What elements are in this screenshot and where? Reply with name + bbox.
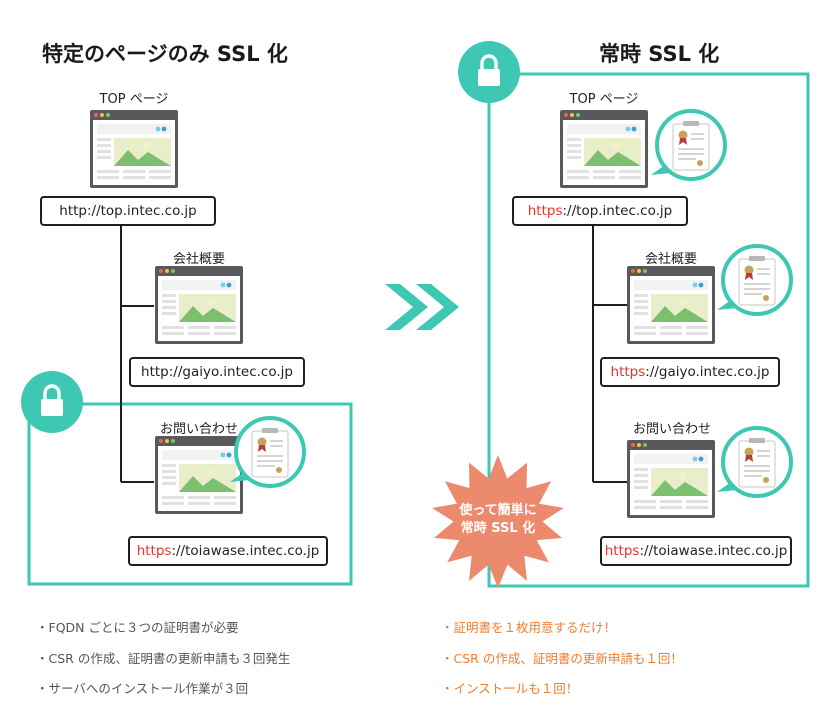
- left-ssl-frame: [27, 402, 353, 586]
- right-top-browser-icon: [560, 110, 648, 188]
- right-note-2: ・CSR の作成、証明書の更新申請も１回！: [441, 651, 683, 666]
- right-toiawase-url-box: https://toiawase.intec.co.jp: [600, 536, 792, 566]
- starburst-line-1: 使って簡単に: [459, 503, 537, 518]
- right-ssl-frame: [487, 72, 810, 588]
- left-title: 特定のページのみ SSL 化: [42, 42, 288, 66]
- left-top-url-box: http://top.intec.co.jp: [40, 196, 216, 226]
- right-note-3: ・インストールも１回！: [441, 681, 579, 696]
- url-host: ://top.intec.co.jp: [562, 203, 673, 219]
- left-note-1: ・FQDN ごとに３つの証明書が必要: [36, 620, 239, 635]
- right-lock-icon: [456, 39, 522, 105]
- url-scheme: https: [136, 543, 172, 559]
- url-scheme: https: [610, 364, 646, 380]
- url-host: ://gaiyo.intec.co.jp: [645, 364, 770, 380]
- right-gaiyo-certificate-icon: [715, 244, 793, 316]
- double-chevron-icon: [385, 284, 459, 330]
- left-note-3: ・サーバへのインストール作業が３回: [36, 681, 249, 696]
- right-gaiyo-page-label: 会社概要: [644, 252, 697, 267]
- starburst-line-2: 常時 SSL 化: [460, 521, 536, 536]
- starburst-badge: [432, 455, 564, 588]
- left-toiawase-page-label: お問い合わせ: [159, 422, 238, 437]
- right-note-1: ・証明書を１枚用意するだけ！: [441, 620, 617, 635]
- left-note-2: ・CSR の作成、証明書の更新申請も３回発生: [36, 651, 291, 666]
- right-toiawase-certificate-icon: [715, 426, 793, 498]
- right-toiawase-browser-icon: [627, 440, 715, 518]
- right-top-page-label: TOP ページ: [569, 92, 639, 107]
- right-toiawase-page-label: お問い合わせ: [632, 422, 711, 437]
- left-toiawase-url-box: https://toiawase.intec.co.jp: [128, 536, 328, 566]
- left-lock-icon: [19, 369, 85, 435]
- right-gaiyo-browser-icon: [627, 266, 715, 344]
- left-gaiyo-url-box: http://gaiyo.intec.co.jp: [129, 357, 305, 387]
- url-host: ://top.intec.co.jp: [86, 203, 197, 219]
- right-tree-lines: [592, 222, 627, 483]
- left-gaiyo-browser-icon: [155, 266, 243, 344]
- right-top-url-box: https://top.intec.co.jp: [512, 196, 688, 226]
- left-gaiyo-page-label: 会社概要: [172, 252, 225, 267]
- left-top-page-label: TOP ページ: [99, 92, 169, 107]
- left-top-browser-icon: [90, 110, 178, 188]
- url-host: ://gaiyo.intec.co.jp: [168, 364, 293, 380]
- url-scheme: http: [141, 364, 169, 380]
- right-gaiyo-url-box: https://gaiyo.intec.co.jp: [600, 357, 780, 387]
- starburst-text: 使って簡単に 常時 SSL 化: [448, 502, 548, 538]
- left-toiawase-browser-icon: [155, 436, 243, 514]
- url-host: ://toiawase.intec.co.jp: [171, 543, 320, 559]
- url-host: ://toiawase.intec.co.jp: [639, 543, 788, 559]
- right-title: 常時 SSL 化: [599, 42, 720, 66]
- url-scheme: https: [527, 203, 563, 219]
- url-scheme: http: [59, 203, 87, 219]
- left-tree-lines: [120, 222, 154, 483]
- right-top-certificate-icon: [649, 109, 727, 181]
- url-scheme: https: [604, 543, 640, 559]
